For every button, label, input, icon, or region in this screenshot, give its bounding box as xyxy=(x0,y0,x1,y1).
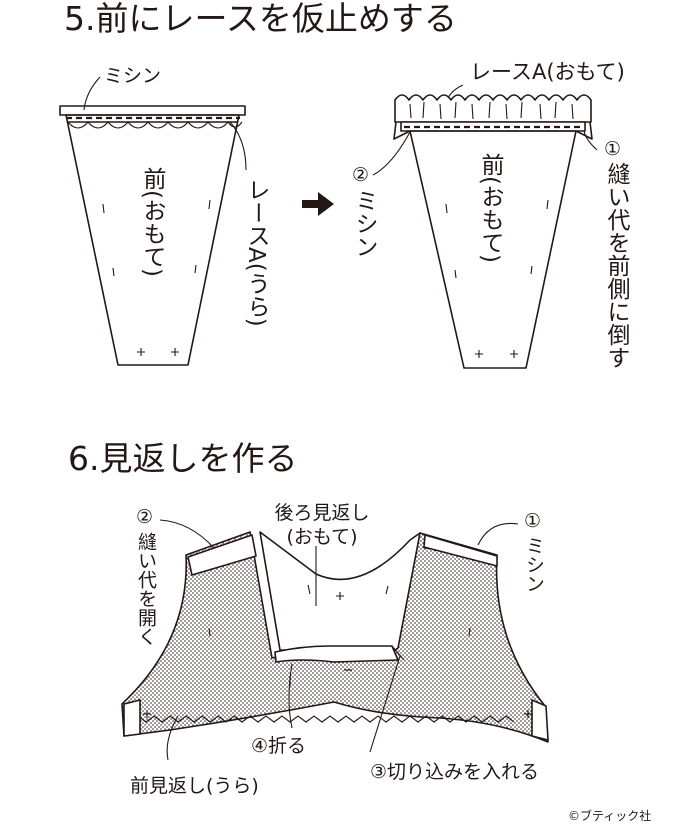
step5-right-instruction: 縫い代を前側に倒す xyxy=(603,162,629,369)
step6-front-facing-label: 前見返し(うら) xyxy=(130,775,259,797)
step6-num1: ① xyxy=(524,510,542,532)
step5-left-sewing-label: ミシン xyxy=(104,65,162,87)
step6-fold-label: ④折る xyxy=(251,735,307,757)
step6-notch-label: ③切り込みを入れる xyxy=(370,761,540,783)
step5-right-piece-label: 前(おもて) xyxy=(477,153,503,263)
facing-diagram xyxy=(121,519,549,761)
front-piece-left xyxy=(59,76,247,366)
step6-num2: ② xyxy=(136,506,154,528)
step6-back-facing-text: 後ろ見返し(おもて) xyxy=(274,502,370,548)
step5-right-lace-label: レースA(おもて) xyxy=(470,60,625,84)
step5-right-sewing-label: ミシン xyxy=(351,189,377,258)
step5-right-num1: ① xyxy=(604,138,622,160)
step6-back-facing-label: 後ろ見返し(おもて) xyxy=(270,502,374,550)
step6-sewing-label: ミシン xyxy=(523,536,545,593)
step5-right-num2: ② xyxy=(352,164,370,186)
step6-open-allowance: 縫い代を開く xyxy=(135,532,157,646)
step5-left-lace-label: レースA(うら) xyxy=(243,178,269,327)
copyright: ©ブティック社 xyxy=(568,809,652,823)
right-arrow-icon xyxy=(302,192,334,216)
front-piece-right xyxy=(372,84,598,369)
step6-title: 6.見返しを作る xyxy=(68,439,298,478)
step5-left-piece-label: 前(おもて) xyxy=(139,167,165,277)
step5-title: 5.前にレースを仮止めする xyxy=(64,0,457,38)
